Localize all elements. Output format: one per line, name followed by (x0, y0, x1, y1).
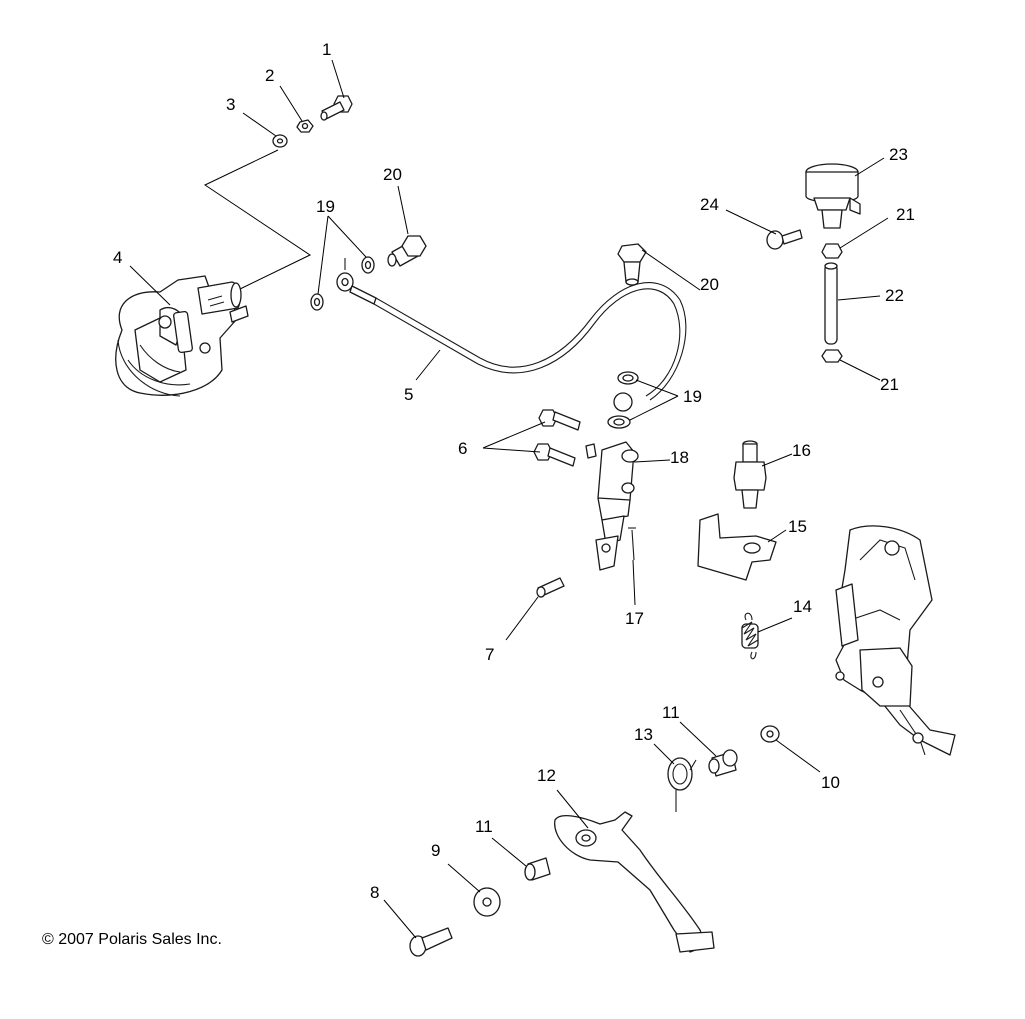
part-3-washer (272, 134, 288, 148)
callout-13: 13 (634, 725, 653, 744)
callout-6: 6 (458, 439, 467, 458)
part-14-spring (741, 612, 759, 660)
callout-11-right: 11 (662, 703, 680, 722)
callout-15: 15 (788, 517, 807, 536)
part-16-fitting (733, 440, 767, 509)
part-11-bushing-right (708, 749, 738, 777)
part-20-banjo-bolt-top (387, 235, 427, 267)
part-17-cotter-pin (628, 527, 636, 561)
part-23-reservoir (805, 163, 861, 229)
callout-1: 1 (322, 40, 331, 59)
callout-17: 17 (625, 609, 644, 628)
callout-10: 10 (821, 773, 840, 792)
callout-8: 8 (370, 883, 379, 902)
part-7-clevis-pin (536, 577, 565, 598)
part-21-clamp-bottom (821, 349, 843, 363)
callout-3: 3 (226, 95, 235, 114)
part-20-banjo-bolt-right (617, 243, 647, 286)
callout-21-bottom: 21 (880, 375, 899, 394)
part-18-master-cylinder (585, 441, 639, 571)
callout-leaders (129, 59, 889, 939)
assembly-lines (203, 149, 346, 291)
copyright-text: © 2007 Polaris Sales Inc. (42, 931, 222, 948)
callout-9: 9 (431, 841, 440, 860)
callout-19-right: 19 (683, 387, 702, 406)
callout-12: 12 (537, 766, 556, 785)
part-4-brake-caliper (115, 275, 249, 397)
callout-4: 4 (113, 248, 122, 267)
part-22-hose (824, 262, 838, 345)
callout-numbers: 1 2 3 4 5 6 7 8 9 10 11 11 12 13 14 15 1… (113, 40, 915, 902)
callout-18: 18 (670, 448, 689, 467)
callout-23: 23 (889, 145, 908, 164)
part-11-bushing-left (524, 857, 551, 881)
part-8-pivot-bolt (409, 927, 453, 957)
part-5-brake-line (336, 272, 687, 401)
callout-20-top: 20 (383, 165, 402, 184)
callout-24: 24 (700, 195, 719, 214)
part-15-bracket (697, 513, 777, 581)
part-13-torsion-spring (667, 757, 697, 812)
callout-21-top: 21 (896, 205, 915, 224)
callout-11-left: 11 (475, 817, 493, 836)
part-19-washers-top (310, 256, 375, 311)
part-6-bolts (533, 409, 581, 467)
part-1-bolt (320, 95, 353, 121)
part-21-clamp-top (821, 243, 843, 259)
callout-14: 14 (793, 597, 812, 616)
callout-22: 22 (885, 286, 904, 305)
part-10-washer (760, 725, 780, 743)
part-2-nut (296, 119, 314, 133)
part-24-screw (766, 229, 803, 250)
callout-7: 7 (485, 645, 494, 664)
part-19-washers-right (607, 371, 639, 429)
callout-5: 5 (404, 385, 413, 404)
callout-20-right: 20 (700, 275, 719, 294)
callout-2: 2 (265, 66, 274, 85)
callout-19-top: 19 (316, 197, 335, 216)
part-9-washer (473, 887, 501, 917)
frame-section (835, 525, 956, 756)
callout-16: 16 (792, 441, 811, 460)
part-12-brake-pedal (554, 811, 715, 953)
